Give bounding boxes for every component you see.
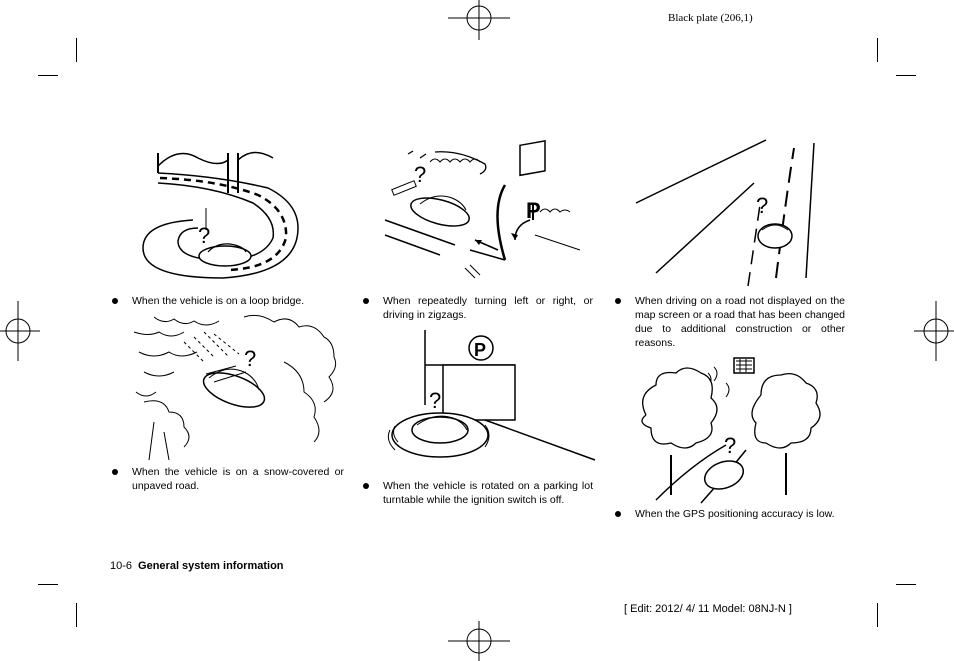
registration-mark-bottom	[448, 621, 510, 661]
crop-mark	[896, 75, 916, 76]
bullet-item-unknown-road: When driving on a road not displayed on …	[615, 294, 845, 350]
bullet-icon	[112, 298, 118, 304]
bullet-item-gps: When the GPS positioning accuracy is low…	[615, 507, 847, 521]
loop-bridge-illustration: ?	[142, 151, 299, 279]
question-mark: ?	[756, 193, 768, 218]
gps-trees-illustration: ?	[641, 357, 821, 504]
bullet-icon	[363, 298, 369, 304]
question-mark: ?	[244, 346, 256, 371]
crop-mark	[877, 603, 878, 627]
edit-info: [ Edit: 2012/ 4/ 11 Model: 08NJ-N ]	[624, 603, 792, 615]
zigzag-illustration: P ?	[384, 140, 581, 279]
crop-mark	[896, 584, 916, 585]
registration-mark-right	[914, 301, 954, 361]
bullet-text: When repeatedly turning left or right, o…	[383, 295, 593, 321]
question-mark: ?	[429, 388, 441, 413]
bullet-text: When driving on a road not displayed on …	[635, 295, 845, 349]
question-mark: ?	[414, 162, 426, 187]
snow-road-illustration: ?	[133, 314, 337, 461]
crop-mark	[877, 38, 878, 62]
question-mark: ?	[198, 223, 210, 248]
registration-mark-left	[0, 301, 40, 361]
crop-mark	[38, 584, 58, 585]
crop-mark	[76, 603, 77, 627]
bullet-icon	[615, 298, 621, 304]
bullet-text: When the vehicle is on a loop bridge.	[132, 295, 305, 307]
unknown-road-illustration: ?	[635, 139, 815, 287]
bullet-icon	[112, 469, 118, 475]
bullet-item-zigzag: When repeatedly turning left or right, o…	[363, 294, 593, 322]
section-title: General system information	[138, 560, 284, 572]
bullet-icon	[615, 511, 621, 517]
question-mark: ?	[724, 433, 736, 458]
bullet-item-turntable: When the vehicle is rotated on a parking…	[363, 479, 593, 507]
plate-label: Black plate (206,1)	[668, 12, 753, 24]
page-number: 10-6	[110, 560, 133, 572]
crop-mark	[76, 38, 77, 62]
registration-mark-top	[448, 0, 510, 40]
turntable-illustration: P ?	[387, 330, 596, 461]
page-footer: 10-6 General system information	[110, 560, 284, 572]
bullet-text: When the GPS positioning accuracy is low…	[635, 508, 835, 520]
bullet-item-loop-bridge: When the vehicle is on a loop bridge.	[112, 294, 344, 308]
parking-sign: P	[474, 340, 486, 360]
bullet-item-snow-road: When the vehicle is on a snow-covered or…	[112, 465, 344, 493]
bullet-text: When the vehicle is rotated on a parking…	[383, 480, 593, 506]
bullet-text: When the vehicle is on a snow-covered or…	[132, 466, 344, 492]
crop-mark	[38, 75, 58, 76]
bullet-icon	[363, 483, 369, 489]
